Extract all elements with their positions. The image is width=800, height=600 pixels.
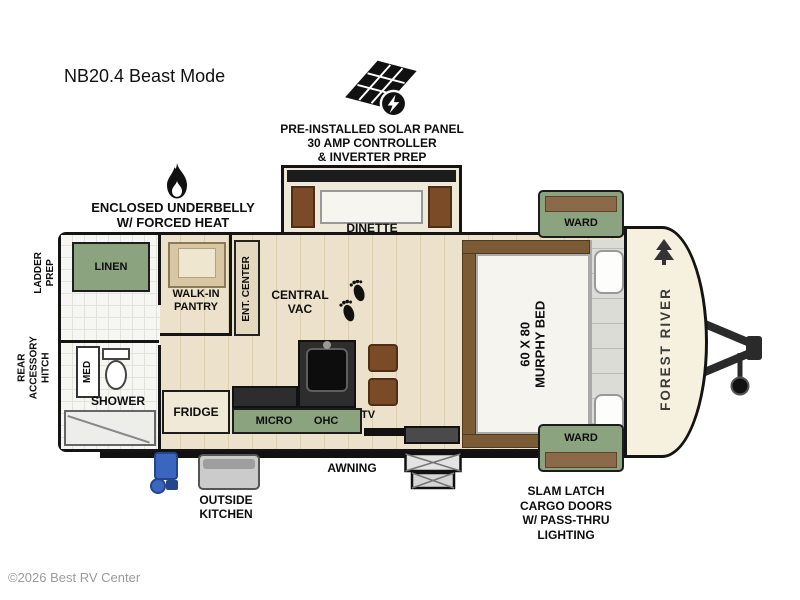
toilet-tank xyxy=(102,348,130,360)
pantry-cabinet-top xyxy=(178,248,216,278)
solar-callout-text: PRE-INSTALLED SOLAR PANEL 30 AMP CONTROL… xyxy=(280,122,464,165)
fridge-label: FRIDGE xyxy=(173,404,219,419)
footprints-icon xyxy=(339,280,365,322)
wardrobe-top-shelf xyxy=(545,196,617,212)
pantry-right-wall xyxy=(229,235,232,336)
entry-steps-icon xyxy=(404,452,462,490)
murphy-bed-label: 60 X 80 MURPHY BED xyxy=(517,300,548,388)
tv-screen xyxy=(364,428,410,436)
bed-pillow-top xyxy=(594,250,624,294)
ladder-prep-label: LADDER PREP xyxy=(33,251,56,294)
med-cabinet xyxy=(76,346,100,398)
slam-latch-callout-text: SLAM LATCH CARGO DOORS W/ PASS-THRU LIGH… xyxy=(519,484,612,542)
linen-label: LINEN xyxy=(94,260,128,273)
tv-label: TV xyxy=(360,409,376,421)
shower-pan xyxy=(64,410,156,446)
kitchen-counter-lower xyxy=(232,386,298,408)
med-label: MED xyxy=(82,360,94,384)
seat-chair-bottom xyxy=(368,378,398,406)
tree-logo-icon xyxy=(654,239,674,265)
dinette-bench-left xyxy=(291,186,315,228)
dinette-table xyxy=(320,190,423,224)
underbelly-callout-text: ENCLOSED UNDERBELLY W/ FORCED HEAT xyxy=(91,200,255,231)
kitchen-base-cabinet: MICRO OHC xyxy=(232,408,362,434)
bed-rail-top xyxy=(462,240,590,254)
bathroom-wall-lower xyxy=(158,345,161,449)
ent-center-label: ENT. CENTER xyxy=(241,256,253,322)
water-pump-nozzle xyxy=(166,480,178,490)
watermark: ©2026 Best RV Center xyxy=(8,570,141,585)
central-vac-label: CENTRAL VAC xyxy=(271,288,329,317)
entry-door-mat xyxy=(404,426,460,444)
water-pump-body xyxy=(154,452,178,480)
brand-label: FOREST RIVER xyxy=(658,287,674,411)
sink-faucet xyxy=(323,341,331,349)
linen-cabinet: LINEN xyxy=(72,242,150,292)
solar-panel-icon xyxy=(345,60,417,118)
rear-accessory-hitch-label: REAR ACCESSORY HITCH xyxy=(16,336,51,400)
water-pump-hose xyxy=(150,478,166,494)
ent-center-cabinet xyxy=(234,240,260,336)
wardrobe-bottom-shelf xyxy=(545,452,617,468)
dinette-bench-right xyxy=(428,186,452,228)
bathroom-wall-upper xyxy=(158,235,161,305)
micro-label: MICRO xyxy=(255,414,293,427)
fridge-cabinet: FRIDGE xyxy=(162,390,230,434)
flame-icon xyxy=(167,163,187,199)
page-title: NB20.4 Beast Mode xyxy=(64,66,226,86)
wardrobe-bottom: WARD xyxy=(538,424,624,472)
seat-chair-top xyxy=(368,344,398,372)
toilet-bowl xyxy=(105,360,127,390)
outside-kitchen-label: OUTSIDE KITCHEN xyxy=(199,493,253,522)
bathroom-divider-wall xyxy=(61,340,159,343)
ohc-label: OHC xyxy=(313,414,339,427)
dinette-slide-wall xyxy=(287,170,456,182)
dinette-label: DINETTE xyxy=(346,221,398,235)
walk-in-pantry-label: WALK-IN PANTRY xyxy=(172,288,220,313)
bed-mattress xyxy=(476,254,590,434)
ward-top-label: WARD xyxy=(564,217,598,229)
hitch-icon xyxy=(700,318,762,396)
awning-bar xyxy=(100,452,562,458)
wardrobe-top: WARD xyxy=(538,190,624,238)
griddle-lid xyxy=(203,459,255,469)
shower-label: SHOWER xyxy=(91,394,145,408)
kitchen-sink xyxy=(306,348,348,392)
ward-bottom-label: WARD xyxy=(564,432,598,444)
awning-label: AWNING xyxy=(327,461,377,475)
pantry-bottom-wall xyxy=(160,333,232,336)
bed-rail-left xyxy=(462,240,476,448)
